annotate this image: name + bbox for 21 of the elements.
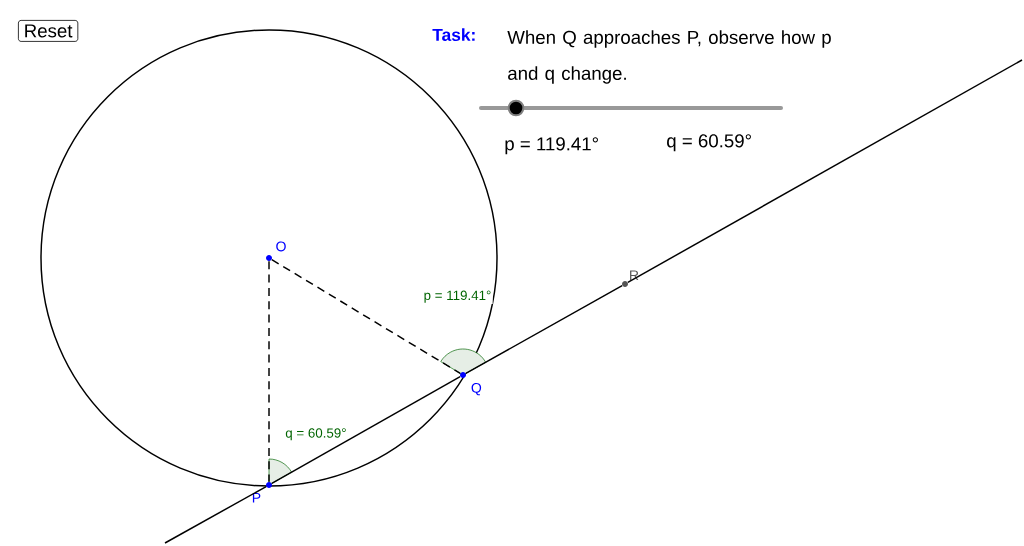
dashed-line [268, 260, 270, 483]
point: P [252, 482, 272, 503]
node-label: P [252, 492, 261, 503]
line [465, 284, 623, 375]
angle-label: q = 60.59° [285, 428, 346, 441]
value-text: p = 119.41° [505, 137, 598, 155]
node-label: O [276, 241, 286, 252]
reset-button: Reset [18, 20, 79, 42]
point: Q [460, 372, 482, 396]
line [271, 375, 461, 485]
value-text: q = 60.59° [667, 134, 751, 152]
point: R [622, 270, 639, 287]
node-label: R [630, 270, 639, 281]
line [627, 59, 1023, 284]
dashed-line [271, 258, 461, 375]
angle-label: p = 119.41° [422, 289, 493, 304]
line [164, 485, 267, 544]
task-heading: Task: [432, 28, 475, 41]
task-text: When Q approaches P, observe how p and q change. [507, 30, 831, 84]
point: O [266, 241, 286, 261]
node-label: Q [471, 382, 482, 396]
